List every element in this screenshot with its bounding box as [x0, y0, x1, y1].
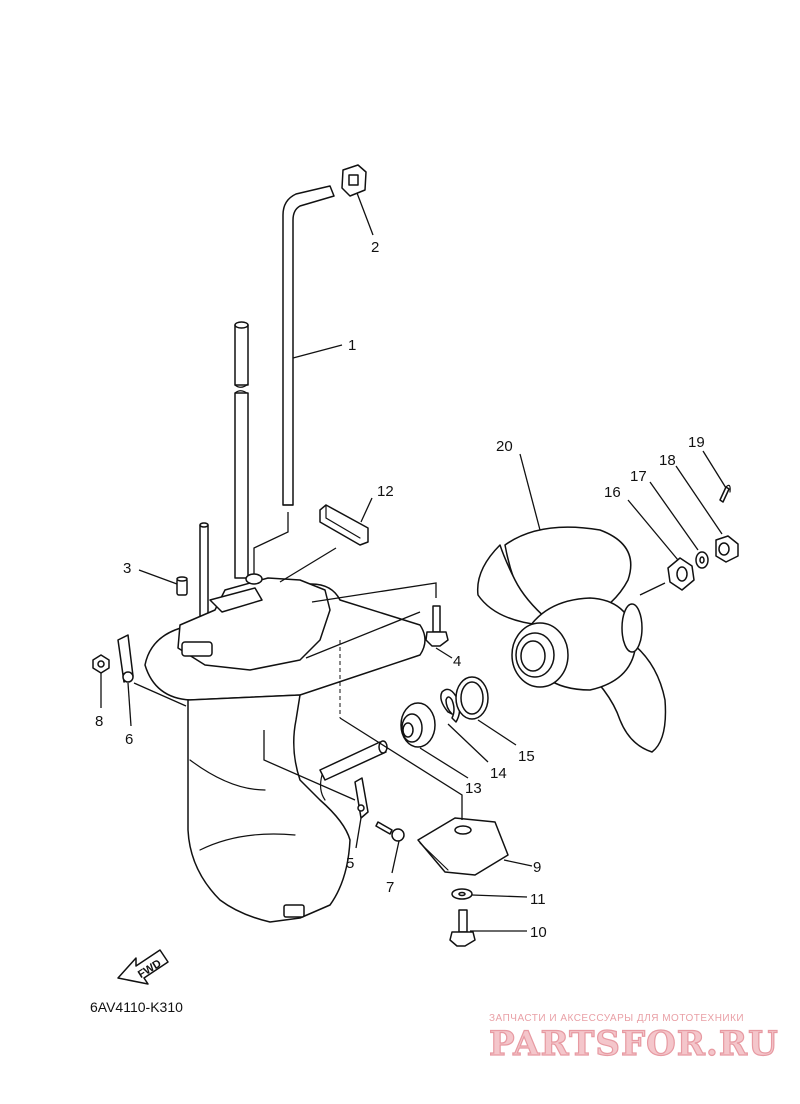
callout-1: 1 — [348, 337, 356, 354]
callout-9: 9 — [533, 859, 541, 876]
callout-12: 12 — [377, 483, 394, 500]
oring-15-part — [455, 676, 489, 720]
callout-20: 20 — [496, 438, 513, 455]
spacer-16-part — [667, 557, 695, 591]
callout-14: 14 — [490, 765, 507, 782]
dowel-pin-part — [176, 576, 188, 596]
callout-3: 3 — [123, 560, 131, 577]
callout-8: 8 — [95, 713, 103, 730]
shift-rod-part — [282, 185, 335, 506]
seal-12-part — [319, 504, 369, 546]
bracket-5-part — [354, 777, 369, 819]
cotter-pin-19-part — [719, 484, 731, 503]
callout-5: 5 — [346, 855, 354, 872]
callout-4: 4 — [453, 653, 461, 670]
callout-15: 15 — [518, 748, 535, 765]
screw-7-part — [375, 821, 405, 842]
callout-6: 6 — [125, 731, 133, 748]
callout-10: 10 — [530, 924, 547, 941]
callout-17: 17 — [630, 468, 647, 485]
callout-19: 19 — [688, 434, 705, 451]
nut-8-part — [92, 654, 110, 674]
callout-7: 7 — [386, 879, 394, 896]
grommet-part — [341, 164, 367, 197]
callout-16: 16 — [604, 484, 621, 501]
anode-9-part — [417, 817, 509, 876]
callout-18: 18 — [659, 452, 676, 469]
propeller-20-part — [476, 526, 667, 753]
circlip-14-part — [440, 688, 461, 723]
washer-11-part — [451, 888, 473, 900]
fwd-arrow-icon: FWD — [117, 949, 169, 985]
drive-shaft-part — [234, 321, 249, 579]
watermark-tagline: ЗАПЧАСТИ И АКСЕССУАРЫ ДЛЯ МОТОТЕХНИКИ — [489, 1013, 744, 1024]
leader-lines — [100, 192, 727, 932]
bolt-10-part — [449, 909, 476, 947]
housing-13-part — [400, 702, 436, 748]
watermark-logo: PARTSFOR.RU — [489, 1024, 779, 1064]
diagram-code: 6AV4110-K310 — [90, 999, 183, 1015]
washer-17-part — [695, 551, 709, 569]
assembly-guide-lines — [133, 512, 666, 820]
watermark: ЗАПЧАСТИ И АКСЕССУАРЫ ДЛЯ МОТОТЕХНИКИ PA… — [488, 1013, 779, 1065]
bolt-4-part — [425, 605, 449, 647]
clamp-6-part — [117, 634, 134, 683]
callout-labels: 1 2 3 4 5 6 7 8 9 10 11 12 13 14 15 16 1… — [95, 239, 705, 941]
prop-nut-18-part — [715, 535, 739, 563]
callout-11: 11 — [530, 891, 546, 908]
callout-2: 2 — [371, 239, 379, 256]
callout-13: 13 — [465, 780, 482, 797]
lower-case-body — [144, 573, 426, 923]
